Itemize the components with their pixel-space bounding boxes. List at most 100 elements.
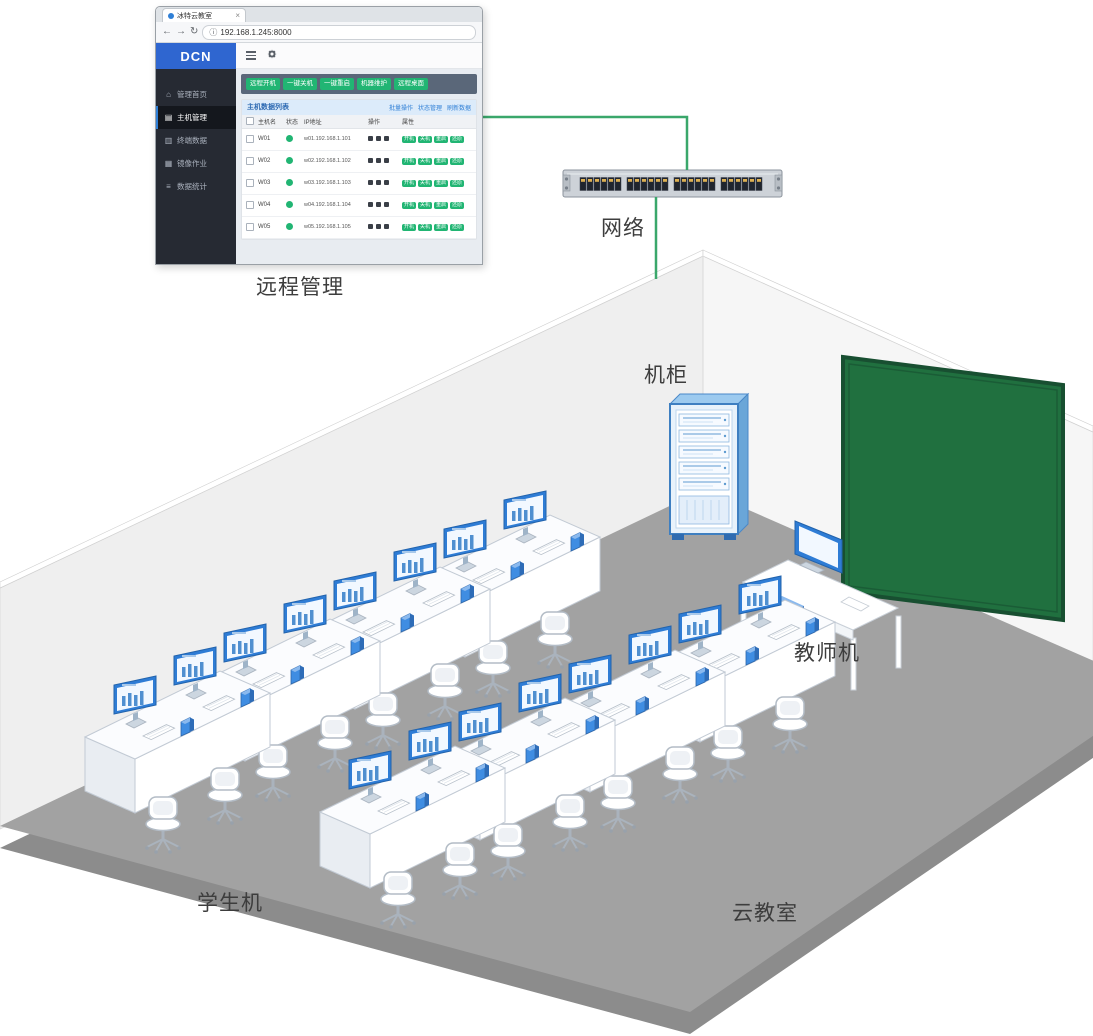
remote-desktop-button[interactable]: 远程桌面 (394, 78, 428, 90)
app-main: 远程开机 一键关机 一键重启 机器维护 远程桌面 主机数据列表 批量操作 状态管… (236, 69, 482, 264)
label-cabinet: 机柜 (644, 364, 688, 387)
reboot-badge[interactable]: 重启 (434, 157, 449, 165)
power-off-badge[interactable]: 关机 (418, 135, 433, 143)
back-icon[interactable]: ← (162, 26, 172, 37)
label-cloud-classroom: 云教室 (732, 902, 798, 925)
lock-icon[interactable] (384, 201, 389, 207)
browser-tab-strip: 冰特云教室 × (156, 7, 482, 22)
reboot-badge[interactable]: 重启 (434, 179, 449, 187)
chalkboard (841, 354, 1065, 623)
power-off-badge[interactable]: 关机 (418, 223, 433, 231)
label-remote-management: 远程管理 (256, 276, 344, 299)
star-icon[interactable] (376, 179, 381, 185)
sidebar-item-home[interactable]: ⌂ 管理首页 (156, 83, 236, 106)
url-text: 192.168.1.245:8000 (220, 27, 292, 37)
home-icon[interactable] (368, 135, 373, 141)
restore-badge[interactable]: 还原 (450, 223, 465, 231)
home-icon[interactable] (368, 201, 373, 207)
power-off-badge[interactable]: 关机 (418, 157, 433, 165)
home-icon[interactable] (368, 179, 373, 185)
power-on-badge[interactable]: 开机 (402, 179, 417, 187)
page-info-icon[interactable]: ⓘ (209, 27, 218, 37)
host-name: W02 (258, 158, 271, 165)
label-network: 网络 (601, 217, 645, 240)
restore-badge[interactable]: 还原 (450, 201, 465, 209)
row-checkbox[interactable] (246, 201, 254, 210)
star-icon[interactable] (376, 157, 381, 163)
browser-tab[interactable]: 冰特云教室 × (162, 8, 246, 22)
refresh-link[interactable]: 刷新数据 (446, 105, 471, 112)
favicon-icon (168, 12, 174, 19)
row-checkbox[interactable] (246, 135, 254, 144)
browser-window: 冰特云教室 × ← → ↻ ⓘ 192.168.1.245:8000 DCN ⌂… (155, 6, 483, 265)
app-sidebar: ⌂ 管理首页 ▤ 主机管理 ▥ 终端数据 ▦ 镜像作业 ≡ 数据统计 (156, 69, 236, 264)
restore-badge[interactable]: 还原 (450, 179, 465, 187)
table-row[interactable]: W01 w01.192.168.1.101 开机 关机 重启 还原 (242, 129, 476, 151)
table-row[interactable]: W03 w03.192.168.1.103 开机 关机 重启 还原 (242, 173, 476, 195)
star-icon[interactable] (376, 223, 381, 229)
home-icon[interactable] (368, 157, 373, 163)
power-on-badge[interactable]: 开机 (402, 135, 417, 143)
home-icon[interactable] (368, 223, 373, 229)
reboot-badge[interactable]: 重启 (434, 201, 449, 209)
row-checkbox[interactable] (246, 223, 254, 232)
switch-ports (579, 177, 763, 191)
power-on-button[interactable]: 远程开机 (246, 78, 280, 90)
forward-icon[interactable]: → (176, 26, 186, 37)
star-icon[interactable] (376, 201, 381, 207)
settings-gear-icon[interactable] (266, 47, 278, 65)
table-row[interactable]: W02 w02.192.168.1.102 开机 关机 重启 还原 (242, 151, 476, 173)
table-header: 主机名 状态 IP地址 操作 属性 (242, 114, 476, 129)
reboot-badge[interactable]: 重启 (434, 223, 449, 231)
power-on-badge[interactable]: 开机 (402, 157, 417, 165)
maintenance-button[interactable]: 机器维护 (357, 78, 391, 90)
status-running-icon (286, 200, 293, 208)
host-name: W03 (258, 180, 271, 187)
select-all-checkbox[interactable] (246, 117, 254, 126)
status-running-icon (286, 156, 293, 164)
restore-badge[interactable]: 还原 (450, 135, 465, 143)
host-ip: w04.192.168.1.104 (304, 202, 351, 209)
lock-icon[interactable] (384, 135, 389, 141)
sidebar-item-images[interactable]: ▦ 镜像作业 (164, 159, 207, 168)
lock-icon[interactable] (384, 223, 389, 229)
status-manage-link[interactable]: 状态管理 (417, 105, 442, 112)
restore-badge[interactable]: 还原 (450, 157, 465, 165)
host-list-panel: 主机数据列表 批量操作 状态管理 刷新数据 主机名 状态 IP地址 操作 属性 (241, 98, 477, 240)
table-row[interactable]: W05 w05.192.168.1.105 开机 关机 重启 还原 (242, 217, 476, 239)
power-on-badge[interactable]: 开机 (402, 223, 417, 231)
label-teacher-station: 教师机 (794, 642, 860, 665)
rack-server-units (678, 413, 730, 491)
power-on-badge[interactable]: 开机 (402, 201, 417, 209)
batch-ops-link[interactable]: 批量操作 (388, 105, 413, 112)
reboot-button[interactable]: 一键重启 (320, 78, 354, 90)
browser-toolbar: ← → ↻ ⓘ 192.168.1.245:8000 (156, 22, 482, 43)
sidebar-item-terminal-data[interactable]: ▥ 终端数据 (164, 136, 207, 145)
power-off-button[interactable]: 一键关机 (283, 78, 317, 90)
label-student-stations: 学生机 (197, 892, 263, 915)
lock-icon[interactable] (384, 157, 389, 163)
terminal-icon: ▥ (164, 136, 173, 145)
teacher-tablet (840, 596, 870, 612)
tab-close-icon[interactable]: × (235, 10, 240, 20)
url-bar[interactable]: ⓘ 192.168.1.245:8000 (202, 24, 476, 40)
action-toolbar: 远程开机 一键关机 一键重启 机器维护 远程桌面 (241, 74, 477, 94)
home-icon: ⌂ (166, 90, 171, 99)
reboot-badge[interactable]: 重启 (434, 135, 449, 143)
star-icon[interactable] (376, 135, 381, 141)
power-off-badge[interactable]: 关机 (418, 179, 433, 187)
sidebar-item-hosts[interactable]: ▤ 主机管理 (156, 106, 236, 129)
image-job-icon: ▦ (164, 159, 173, 168)
sidebar-item-stats[interactable]: ≡ 数据统计 (156, 175, 236, 198)
menu-toggle-icon[interactable] (246, 51, 256, 60)
refresh-icon[interactable]: ↻ (190, 26, 199, 37)
power-off-badge[interactable]: 关机 (418, 201, 433, 209)
table-row[interactable]: W04 w04.192.168.1.104 开机 关机 重启 还原 (242, 195, 476, 217)
panel-title: 主机数据列表 (247, 104, 289, 112)
lock-icon[interactable] (384, 179, 389, 185)
row-checkbox[interactable] (246, 157, 254, 166)
status-running-icon (286, 178, 293, 186)
row-checkbox[interactable] (246, 179, 254, 188)
